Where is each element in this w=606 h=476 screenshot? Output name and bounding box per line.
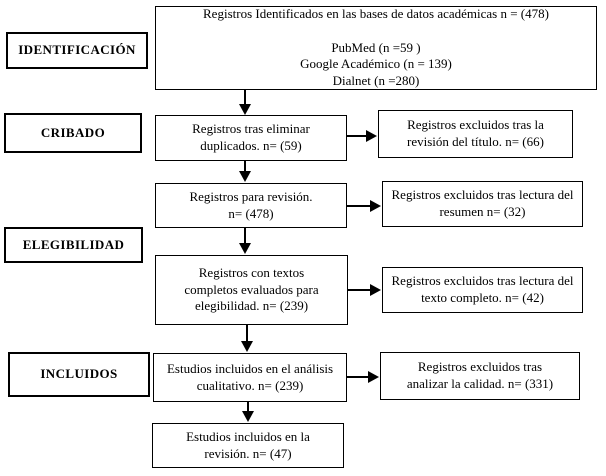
excluded-box-quality-analysis: Registros excluidos tras analizar la cal… bbox=[380, 352, 580, 400]
stage-incluidos-label: INCLUIDOS bbox=[40, 366, 118, 382]
arrow-identified-to-deduplicated bbox=[239, 90, 251, 115]
flow-box-deduplicated: Registros tras eliminar duplicados. n= (… bbox=[155, 115, 347, 161]
stage-cribado: CRIBADO bbox=[4, 113, 142, 153]
arrow-for-review-to-excluded-abstract bbox=[347, 200, 381, 212]
arrow-fulltext-to-qualitative bbox=[241, 325, 253, 352]
stage-elegibilidad: ELEGIBILIDAD bbox=[4, 227, 143, 263]
arrow-deduplicated-to-for-review bbox=[239, 161, 251, 182]
flow-box-for-review: Registros para revisión. n= (478) bbox=[155, 183, 347, 228]
flow-box-qualitative-included: Estudios incluidos en el análisis cualit… bbox=[153, 353, 347, 402]
arrow-for-review-to-fulltext bbox=[239, 228, 251, 254]
stage-cribado-label: CRIBADO bbox=[40, 124, 106, 140]
arrow-qualitative-to-excluded-quality bbox=[347, 371, 379, 383]
flow-box-qualitative-included-text: Estudios incluidos en el análisis cualit… bbox=[166, 360, 334, 393]
excluded-box-title-review-text: Registros excluidos tras la revisión del… bbox=[407, 117, 544, 149]
flow-box-fulltext-assessed-text: Registros con textos completos evaluados… bbox=[184, 264, 319, 314]
flow-box-review-included-text: Estudios incluidos en la revisión. n= (4… bbox=[186, 428, 310, 461]
flow-box-for-review-text: Registros para revisión. n= (478) bbox=[189, 188, 313, 221]
excluded-box-abstract-reading-text: Registros excluidos tras lectura del res… bbox=[391, 187, 574, 219]
stage-identificacion-label: IDENTIFICACIÓN bbox=[18, 42, 136, 58]
excluded-box-title-review: Registros excluidos tras la revisión del… bbox=[378, 110, 573, 158]
arrow-qualitative-to-review-included bbox=[242, 402, 254, 422]
flow-box-deduplicated-text: Registros tras eliminar duplicados. n= (… bbox=[192, 121, 310, 153]
excluded-box-fulltext-reading-text: Registros excluidos tras lectura del tex… bbox=[391, 273, 574, 305]
stage-incluidos: INCLUIDOS bbox=[8, 352, 150, 397]
flow-box-fulltext-assessed: Registros con textos completos evaluados… bbox=[155, 255, 348, 325]
excluded-box-fulltext-reading: Registros excluidos tras lectura del tex… bbox=[382, 267, 583, 313]
excluded-box-quality-analysis-text: Registros excluidos tras analizar la cal… bbox=[406, 359, 554, 391]
excluded-box-abstract-reading: Registros excluidos tras lectura del res… bbox=[382, 181, 583, 227]
arrow-deduplicated-to-excluded-title bbox=[347, 130, 377, 142]
stage-identificacion: IDENTIFICACIÓN bbox=[6, 32, 148, 69]
flow-box-identified-text: Registros Identificados en las bases de … bbox=[203, 5, 549, 89]
flow-box-identified: Registros Identificados en las bases de … bbox=[155, 6, 597, 90]
stage-elegibilidad-label: ELEGIBILIDAD bbox=[22, 236, 125, 252]
flow-box-review-included: Estudios incluidos en la revisión. n= (4… bbox=[152, 423, 344, 468]
arrow-fulltext-to-excluded-fulltext bbox=[348, 284, 381, 296]
